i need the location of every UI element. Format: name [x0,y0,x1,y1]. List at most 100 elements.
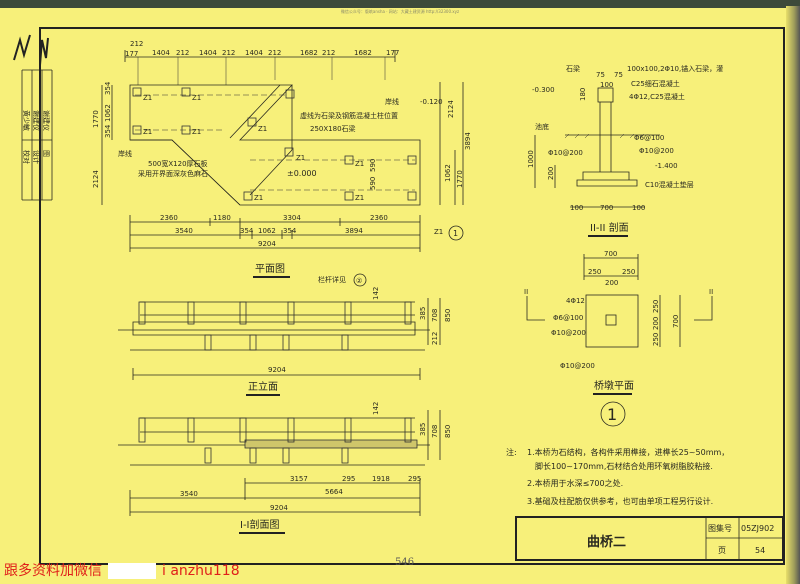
page-number-box: 54 [755,546,765,555]
redacted-box [108,563,156,579]
slab-material: 采用开界面深灰色麻石 [138,169,208,178]
notes: 注: 1.本桥为石结构，各构件采用榫接，进榫长25~50mm， 脚长100~17… [506,447,729,506]
dim: 212 [130,40,143,48]
elevation-mark: ±0.000 [287,169,317,178]
dim: 1918 [372,475,390,483]
dim: 212 [322,49,335,57]
dim: 850 [444,425,452,438]
railing-ref: ② [356,277,362,285]
dim: 2124 [92,170,100,188]
dim: 1062 [258,227,276,235]
dim: 212 [268,49,281,57]
label: Φ6@100 [553,314,583,322]
dim: 1404 [199,49,217,57]
note-1: 1.本桥为石结构，各构件采用榫接，进榫长25~50mm， [527,447,729,457]
note-2: 2.本桥用于水深≤700之处. [527,478,623,488]
section-1-1: 3157 295 1918 295 3540 5664 9204 142 385… [118,402,452,534]
slab-note: 500宽X120厚石板 [148,159,208,168]
dim: 212 [222,49,235,57]
watermark: 微信公众号：版筑ansha · 网站：大藏土建资源 http://32300.x… [340,9,460,14]
dim: 1682 [354,49,372,57]
dim: 1682 [300,49,318,57]
dim: 100 [600,81,613,89]
column-tag: Z1 [355,194,364,202]
railing-note: 栏杆详见 [318,275,346,284]
dim: 3540 [180,490,198,498]
dim: 142 [372,402,380,415]
column-tag: Z1 [258,125,267,133]
beam-note: 虚线为石梁及钢筋混凝土柱位置 [300,111,398,120]
dim: 295 [408,475,421,483]
pier-plan-title: 桥墩平面 [594,379,634,392]
dim: 200 [605,279,618,287]
beam-size: 250X180石梁 [310,124,356,133]
signature-1 [13,34,31,61]
dim: 2360 [370,214,388,222]
notes-prefix: 注: [506,447,517,457]
label: Φ6@100 [634,134,664,142]
label: 4Φ12,C25混凝土 [629,92,685,101]
label: 池底 [535,122,549,131]
dim: 1404 [245,49,263,57]
dim: 5664 [325,488,343,496]
column-tag: Z1 [192,128,201,136]
side-role-3: 图 [42,150,50,157]
dim: 75 [614,71,623,79]
front-elevation: 栏杆详见 ② 385 708 850 212 142 9204 正立面 [118,273,452,396]
dim: 9204 [268,366,286,374]
dim: 1180 [213,214,231,222]
detail-number-circle [600,401,626,427]
hatched-slab [244,439,418,449]
note-3: 3.基础及柱配筋仅供参考，也可由单项工程另行设计. [527,496,713,506]
dim: 1062 [444,164,452,182]
dim: 200 [547,167,555,180]
label: C25细石混凝土 [631,79,680,88]
dim: 700 [604,250,617,258]
dim: 250 [622,268,635,276]
side-name-1: 黄少敏 [22,110,31,131]
railing-ref-circle [353,273,367,287]
section-2-title: II-II 剖面 [590,221,629,234]
dim: 354 [104,124,112,138]
dim: 708 [431,425,439,438]
dim: 3894 [464,132,472,150]
title-block: 曲桥二 图集号 05ZJ902 页 54 [515,516,784,561]
dim: 75 [596,71,605,79]
note-1-cont: 脚长100~170mm,石材结合处用环氧树脂胶粘接. [535,461,713,471]
detail-ref: 1 [453,229,458,238]
promo-text-right: i anzhu118 [162,563,240,579]
dim: 9204 [270,504,288,512]
dim: 3304 [283,214,301,222]
dim: 590 [369,159,377,172]
side-approval-block: 黄少敏 谢建仪 谢建仪 校对 设计 图 [13,34,53,201]
detail-ref-circle [448,225,464,241]
atlas-label: 图集号 [708,523,732,533]
side-name-3: 谢建仪 [42,110,51,131]
signature-2 [39,37,49,66]
dim: 3157 [290,475,308,483]
plan-view: 212 177 1404 212 1404 212 1404 212 1682 … [92,40,472,278]
column-tag: Z1 [143,94,152,102]
label: 4Φ12 [566,297,585,305]
dim: 385 [419,423,427,436]
label: 100x100,2Φ10,锚入石梁，灌 [627,64,723,73]
elevation-mark: -0.120 [420,98,443,106]
book-page-number: 546 [395,557,415,568]
dim: 2360 [160,214,178,222]
side-role-2: 设计 [32,150,41,164]
column-tag: Z1 [434,228,443,236]
dim: 212 [176,49,189,57]
dim: 385 [419,307,427,320]
dim: 354 [104,81,112,95]
dim: 100 [632,204,645,212]
promo-text-left: 跟多资料加微信 [4,563,102,579]
dim: 177 [125,50,138,58]
column-tag: Z1 [192,94,201,102]
edge-line-label: 岸线 [385,97,399,106]
dim: 295 [342,475,355,483]
plan-title: 平面图 [255,263,285,275]
section-1-title: I-I剖面图 [240,518,280,531]
dim: 354 [283,227,297,235]
side-name-2: 谢建仪 [32,110,41,131]
